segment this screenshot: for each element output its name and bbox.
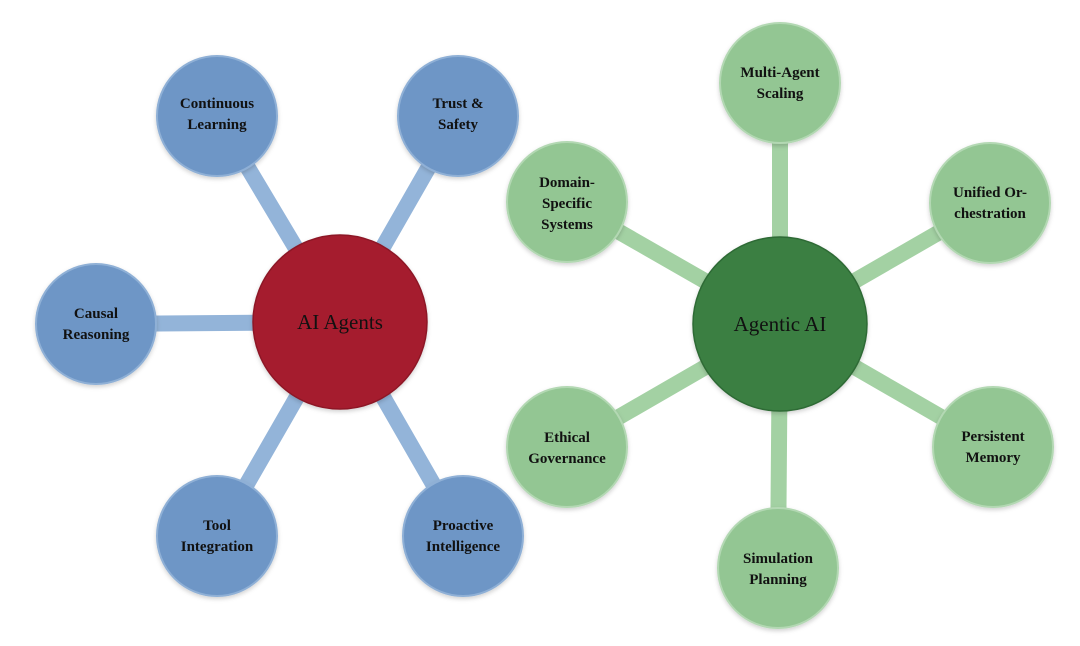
node-label-line: Planning [749, 572, 807, 588]
node-label-line: Trust & [433, 96, 484, 112]
node-unified-orchestration: Unified Or- chestration [929, 142, 1051, 264]
node-label-line: Scaling [757, 86, 804, 102]
node-label-line: chestration [954, 206, 1026, 222]
center-label: Agentic AI [734, 312, 827, 336]
node-trust-safety: Trust & Safety [397, 55, 519, 177]
node-label-line: Causal [74, 306, 118, 322]
node-label-line: Continuous [180, 96, 254, 112]
cluster-ai-agents: Continuous Learning Trust & Safety Causa… [35, 55, 524, 597]
node-label-line: Multi-Agent [740, 65, 819, 81]
node-ethical-governance: Ethical Governance [506, 386, 628, 508]
node-label-line: Tool [203, 518, 231, 534]
node-label-line: Governance [528, 451, 606, 467]
node-label-line: Intelligence [426, 539, 500, 555]
center-node-agentic-ai: Agentic AI [692, 236, 868, 412]
node-label-line: Safety [438, 117, 478, 133]
center-node-ai-agents: AI Agents [252, 234, 428, 410]
node-continuous-learning: Continuous Learning [156, 55, 278, 177]
node-label-line: Learning [187, 117, 247, 133]
node-label-line: Persistent [961, 429, 1024, 445]
node-label-line: Unified Or- [953, 185, 1027, 201]
node-multi-agent-scaling: Multi-Agent Scaling [719, 22, 841, 144]
node-simulation-planning: Simulation Planning [717, 507, 839, 629]
node-label-line: Reasoning [63, 327, 130, 343]
node-domain-specific-systems: Domain- Specific Systems [506, 141, 628, 263]
node-label-line: Simulation [743, 551, 814, 567]
node-persistent-memory: Persistent Memory [932, 386, 1054, 508]
node-label-line: Ethical [544, 430, 590, 446]
node-causal-reasoning: Causal Reasoning [35, 263, 157, 385]
cluster-agentic-ai: Multi-Agent Scaling Domain- Specific Sys… [506, 22, 1054, 629]
node-label-line: Domain- [539, 175, 595, 191]
node-label-line: Integration [181, 539, 254, 555]
node-label-line: Specific [542, 196, 592, 212]
node-tool-integration: Tool Integration [156, 475, 278, 597]
center-label: AI Agents [297, 310, 383, 334]
node-proactive-intelligence: Proactive Intelligence [402, 475, 524, 597]
node-label-line: Proactive [433, 518, 494, 534]
node-label-line: Memory [966, 450, 1021, 466]
node-label-line: Systems [541, 217, 593, 233]
